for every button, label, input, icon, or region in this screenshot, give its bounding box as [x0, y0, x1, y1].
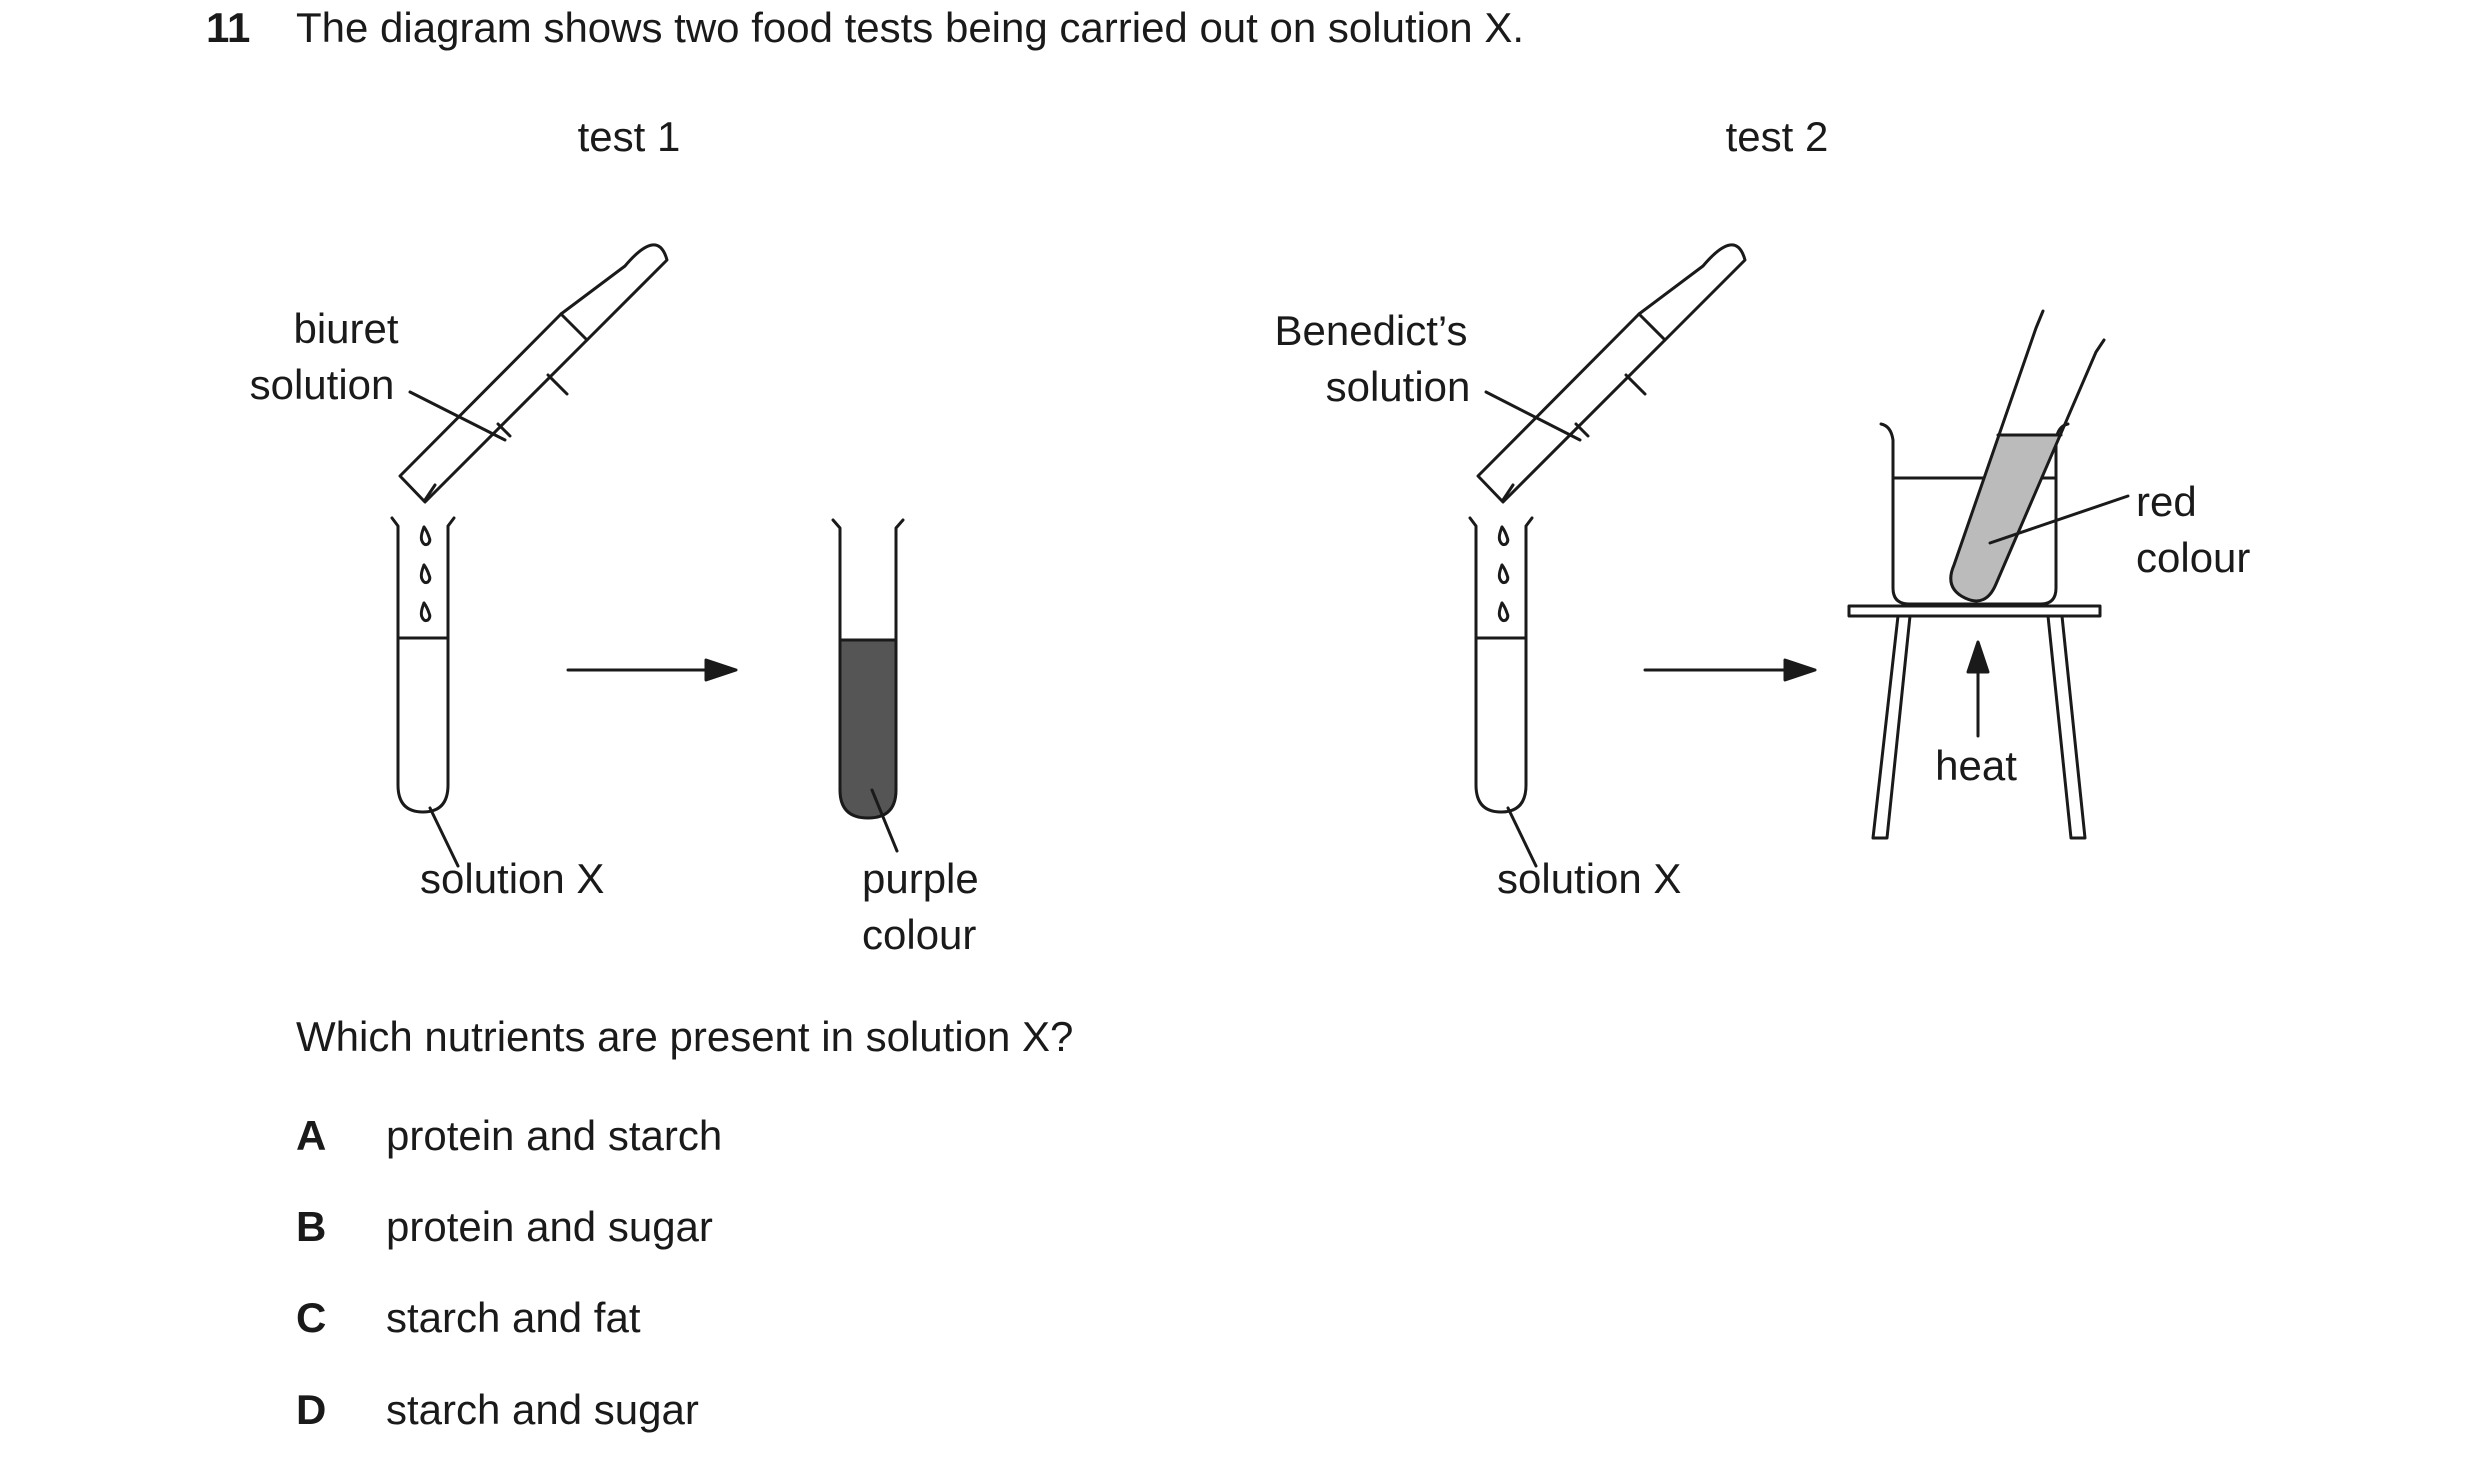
- dropper-test2: [1476, 243, 1747, 504]
- leader-benedicts: [1484, 390, 1582, 442]
- option-text: starch and fat: [386, 1294, 641, 1341]
- test-tube-test1-before: [390, 516, 456, 814]
- drops-test2: [1497, 525, 1510, 623]
- question-stem: The diagram shows two food tests being c…: [296, 4, 1525, 51]
- option-text: protein and sugar: [386, 1203, 713, 1250]
- arrow-test1: [566, 658, 738, 682]
- purple-liquid: [840, 640, 896, 818]
- question-prompt: Which nutrients are present in solution …: [296, 1013, 1074, 1060]
- test2-title: test 2: [1726, 113, 1829, 160]
- leader-biuret: [408, 390, 507, 442]
- benedicts-label-line1: Benedict’s: [1274, 307, 1467, 354]
- biuret-label-line2: solution: [250, 361, 395, 408]
- arrow-test2: [1643, 658, 1817, 682]
- red-label-line2: colour: [2136, 534, 2250, 581]
- leader-solution-x-2: [1506, 806, 1538, 868]
- test-tube-purple: [831, 518, 905, 820]
- biuret-label-line1: biuret: [293, 305, 398, 352]
- heat-arrow: [1966, 640, 1990, 738]
- test1-title: test 1: [578, 113, 681, 160]
- option-letter: B: [296, 1203, 327, 1250]
- drops-test1: [419, 525, 432, 623]
- question-number: 11: [206, 4, 251, 51]
- test-tube-heated: [1949, 309, 2106, 603]
- solution-x-label-2: solution X: [1497, 855, 1681, 902]
- purple-label-line1: purple: [862, 855, 979, 902]
- red-liquid: [1950, 435, 2061, 601]
- red-label-line1: red: [2136, 478, 2197, 525]
- option-text: protein and starch: [386, 1112, 723, 1159]
- benedicts-label-line2: solution: [1326, 363, 1471, 410]
- heat-label: heat: [1935, 742, 2017, 789]
- purple-label-line2: colour: [862, 911, 976, 958]
- tripod: [1847, 604, 2102, 840]
- option-letter: D: [296, 1386, 327, 1433]
- test-tube-test2-before: [1468, 516, 1534, 814]
- solution-x-label-1: solution X: [420, 855, 604, 902]
- option-letter: A: [296, 1112, 327, 1159]
- leader-purple: [870, 788, 899, 853]
- option-text: starch and sugar: [386, 1386, 699, 1433]
- leader-solution-x-1: [428, 806, 460, 868]
- dropper-test1: [398, 243, 669, 504]
- option-letter: C: [296, 1294, 327, 1341]
- leader-red: [1988, 494, 2130, 545]
